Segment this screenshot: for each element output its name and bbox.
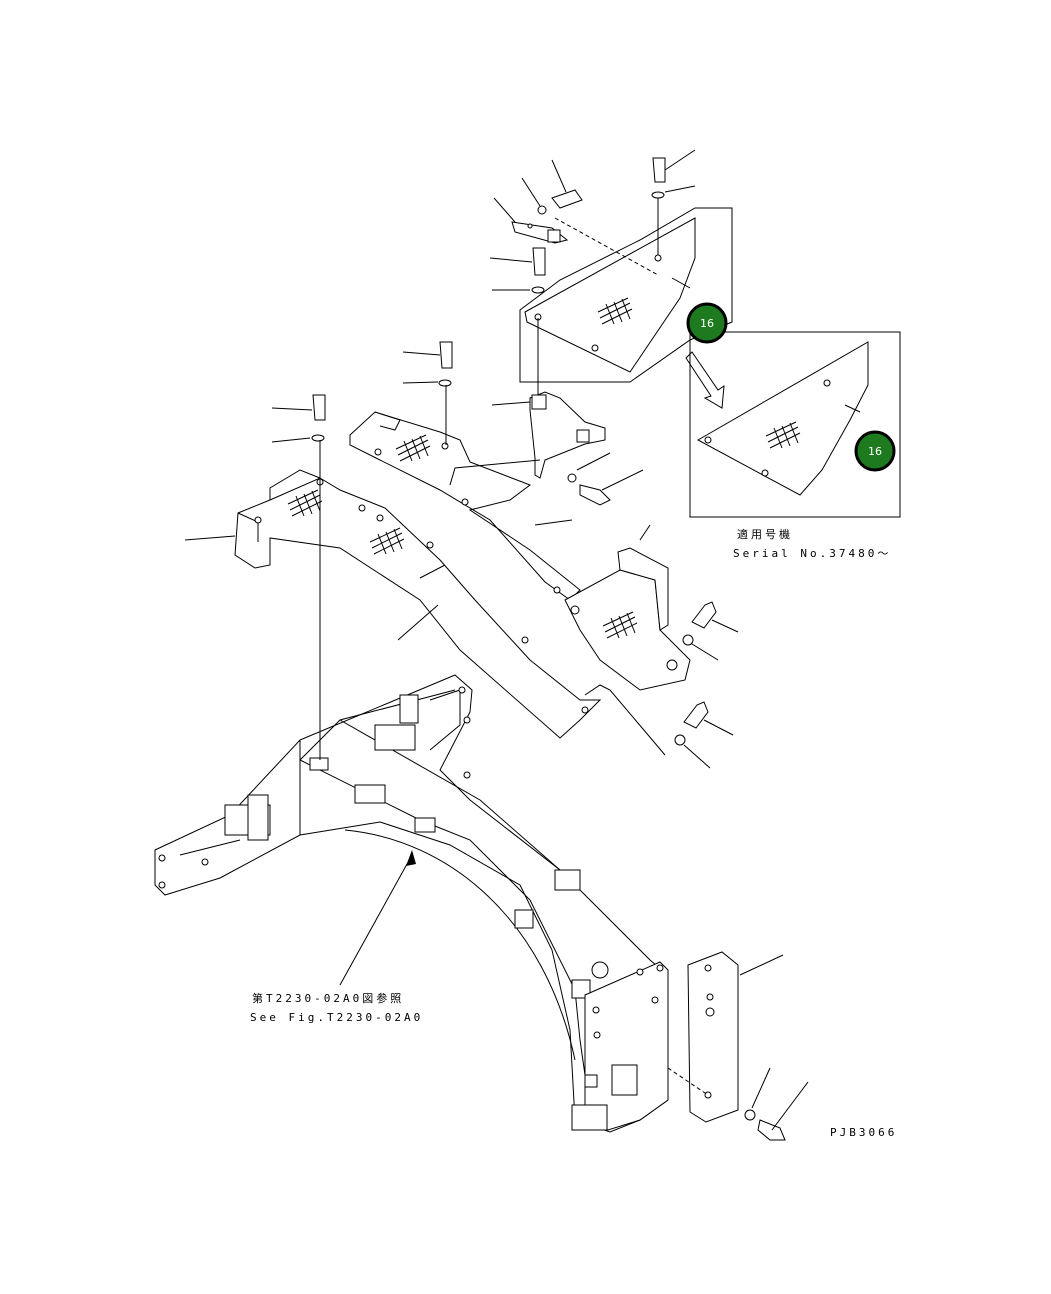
main-frame <box>154 674 669 1133</box>
center-bracket <box>449 391 644 506</box>
reference-label-en: See Fig.T2230-02A0 <box>250 1011 423 1024</box>
callout-16-inset: 16 <box>854 430 896 472</box>
left-floor-cover <box>184 469 602 739</box>
reference-label-jp: 第T2230-02A0図参照 <box>252 991 404 1005</box>
rear-bracket-plate <box>667 951 809 1141</box>
inset-arrow <box>685 351 725 409</box>
callout-badge <box>686 302 728 344</box>
callout-number: 16 <box>700 317 714 330</box>
reference-leader <box>339 850 416 986</box>
callout-badge <box>854 430 896 472</box>
callout-16-upper: 16 <box>686 302 728 344</box>
inset-plate-detail <box>689 331 901 518</box>
serial-label-jp: 適用号機 <box>737 527 793 541</box>
upper-triangle-plate <box>489 149 733 395</box>
callout-number: 16 <box>868 445 882 458</box>
upper-long-cover <box>349 411 581 601</box>
serial-label-en: Serial No.37480～ <box>733 547 891 560</box>
left-bolts <box>271 341 453 760</box>
right-small-cover <box>564 524 739 769</box>
drawing-code: PJB3066 <box>830 1126 897 1139</box>
